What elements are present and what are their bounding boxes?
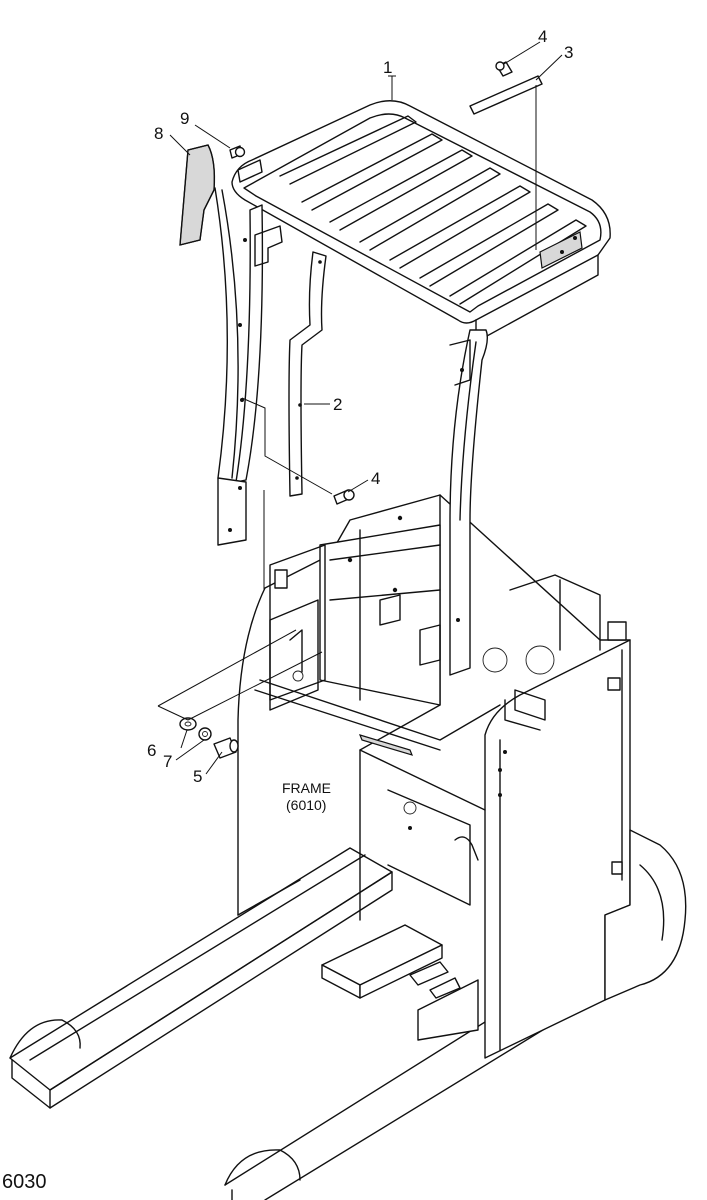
frame-compartment	[269, 515, 441, 711]
bolt-4-top	[495, 61, 513, 77]
callout-1: 1	[383, 58, 392, 77]
reinforcement-strip	[288, 251, 327, 497]
frame-body	[237, 494, 687, 1059]
callouts: 1 2 3 4 4 5 6 7 8 9	[147, 27, 573, 786]
overhead-guard	[214, 100, 611, 676]
callout-4-mid: 4	[371, 469, 380, 488]
frame-reference-label: FRAME (6010)	[282, 780, 331, 813]
callout-7: 7	[163, 752, 172, 771]
callout-3: 3	[564, 43, 573, 62]
fork-left	[9, 847, 393, 1109]
callout-6: 6	[147, 741, 156, 760]
callout-5: 5	[193, 767, 202, 786]
screw-9	[229, 145, 246, 159]
nut-7	[198, 727, 212, 741]
washer-6	[179, 717, 197, 731]
frame-label-line2: (6010)	[286, 797, 326, 813]
callout-4-top: 4	[538, 27, 547, 46]
frame-label-line1: FRAME	[282, 780, 331, 796]
callout-9: 9	[180, 109, 189, 128]
callout-8: 8	[154, 124, 163, 143]
side-plate	[179, 144, 216, 246]
bolt-4-mid	[333, 489, 355, 505]
callout-2: 2	[333, 395, 342, 414]
top-bar-3	[469, 75, 543, 115]
bolt-5	[213, 737, 239, 759]
base-blocks	[321, 924, 479, 1041]
page-number: 6030	[2, 1171, 47, 1193]
leader-lines	[157, 41, 563, 775]
